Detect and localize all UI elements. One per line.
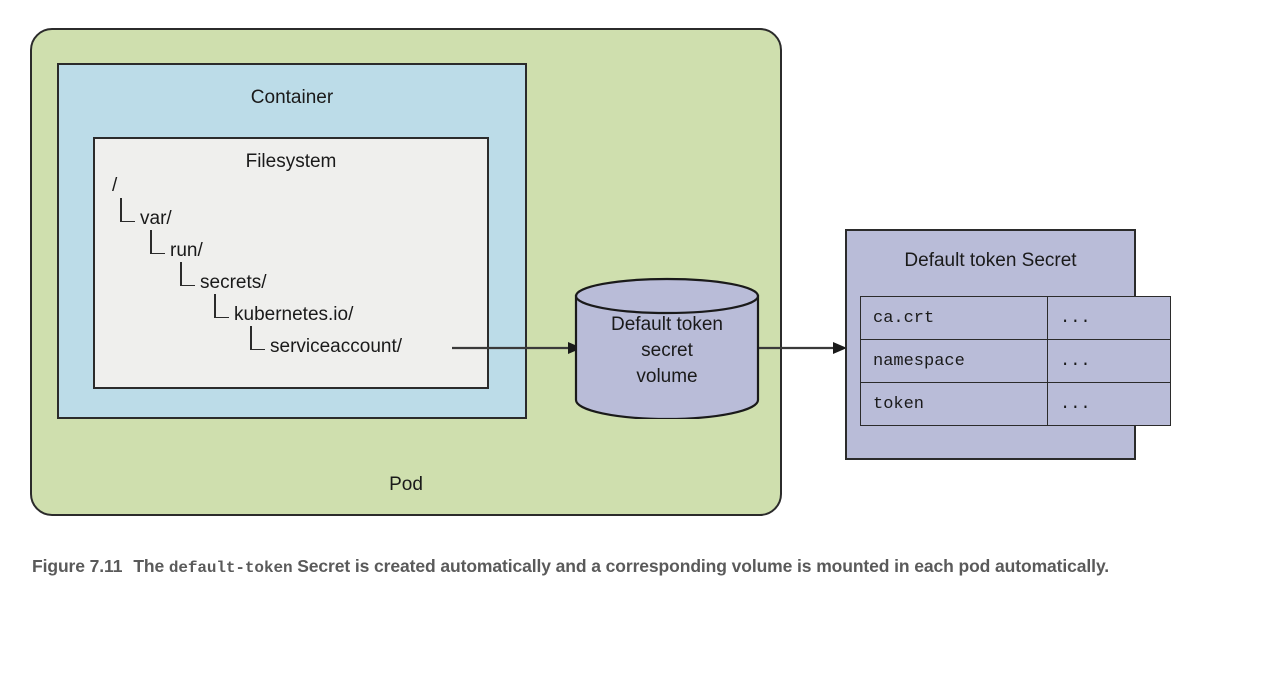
filesystem-directory-tree: / var/ run/ secrets/ kubernetes.io/ serv… (112, 175, 492, 370)
tree-node-label: run/ (170, 240, 203, 261)
tree-elbow-icon (248, 326, 270, 356)
table-row: ca.crt ... (860, 296, 1171, 340)
tree-elbow-icon (212, 294, 234, 324)
tree-row: / (112, 175, 492, 210)
secret-key-cell: ca.crt (860, 296, 1048, 340)
tree-node-label: var/ (140, 208, 172, 229)
tree-elbow-icon (118, 198, 140, 228)
tree-node-label: kubernetes.io/ (234, 304, 354, 325)
tree-row: serviceaccount/ (112, 326, 492, 370)
filesystem-box (93, 137, 489, 389)
tree-elbow-icon (148, 230, 170, 260)
caption-text-after-code: Secret is created automatically and a co… (297, 556, 1110, 576)
arrow-volume-to-secret (759, 342, 847, 354)
caption-code-token: default-token (168, 559, 293, 577)
figure-caption: Figure 7.11 The default-token Secret is c… (32, 553, 1152, 582)
volume-label-line-1: Default token (611, 314, 723, 335)
secret-title: Default token Secret (904, 250, 1077, 271)
tree-node-label: serviceaccount/ (270, 336, 403, 357)
pod-label: Pod (389, 474, 423, 495)
tree-row: var/ (112, 198, 492, 242)
volume-label: Default token secret volume (578, 312, 756, 390)
arrow-serviceaccount-to-volume (452, 342, 582, 354)
figure-number: Figure 7.11 (32, 556, 123, 576)
tree-row: kubernetes.io/ (112, 294, 492, 338)
volume-cylinder-shape (574, 277, 760, 419)
volume-label-line-3: volume (636, 366, 698, 387)
filesystem-label: Filesystem (245, 151, 337, 172)
tree-row: secrets/ (112, 262, 492, 306)
secret-value-cell: ... (1047, 382, 1171, 426)
tree-node-label: secrets/ (200, 272, 267, 293)
table-row: namespace ... (860, 339, 1171, 383)
tree-elbow-icon (178, 262, 200, 292)
secret-value-cell: ... (1047, 296, 1171, 340)
tree-node-label: / (112, 175, 118, 196)
secret-key-cell: namespace (860, 339, 1048, 383)
volume-label-line-2: secret (641, 340, 693, 361)
container-label: Container (250, 87, 334, 108)
secret-data-table: ca.crt ... namespace ... token ... (860, 296, 1171, 426)
tree-row: run/ (112, 230, 492, 274)
caption-text-before-code: The (133, 556, 165, 576)
secret-value-cell: ... (1047, 339, 1171, 383)
secret-key-cell: token (860, 382, 1048, 426)
table-row: token ... (860, 382, 1171, 426)
